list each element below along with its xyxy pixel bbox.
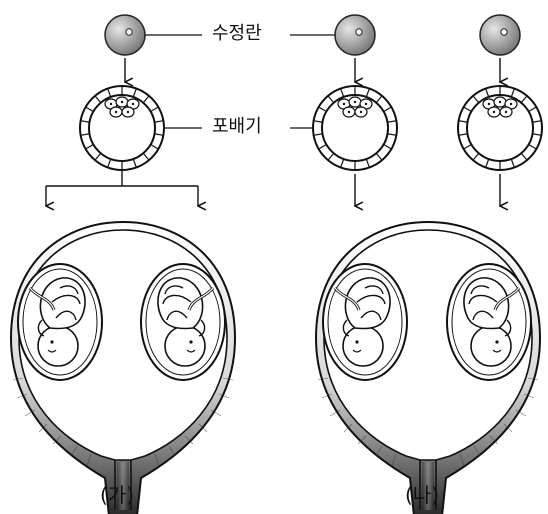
caption-right: (나) xyxy=(405,485,439,505)
blastocyst-label: 포배기 xyxy=(210,118,264,136)
caption-left: (가) xyxy=(100,485,134,505)
blastocyst-right-2 xyxy=(458,86,542,170)
zygote-right-1 xyxy=(335,15,375,55)
uterus-left xyxy=(11,222,235,514)
zygote-right-2 xyxy=(480,15,520,55)
fetus-right-b xyxy=(447,264,531,380)
zygote-left xyxy=(105,15,145,55)
split-bracket xyxy=(46,170,198,206)
blastocyst-left xyxy=(80,86,164,170)
blastocyst-right-1 xyxy=(313,86,397,170)
fetus-right-a xyxy=(323,264,407,380)
fetus-left-a xyxy=(18,264,102,380)
fetus-left-b xyxy=(141,264,225,380)
uterus-right xyxy=(316,222,540,514)
label-leader-lines xyxy=(145,35,335,128)
zygote-label: 수정란 xyxy=(210,25,264,43)
